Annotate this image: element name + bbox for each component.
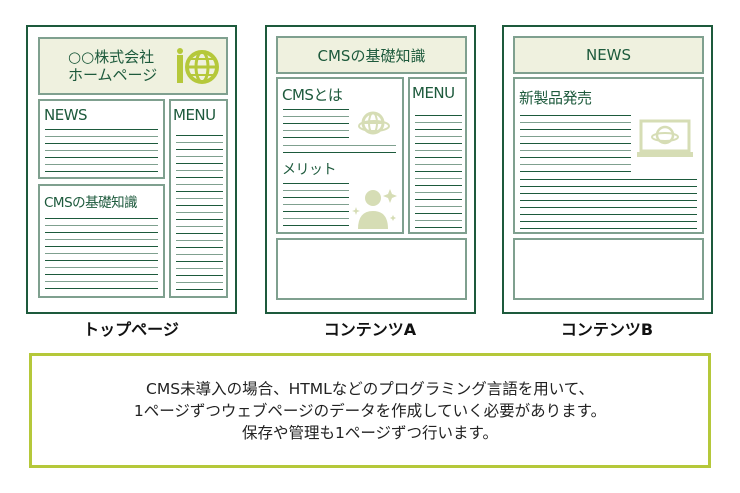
text-lines: [283, 183, 349, 231]
main-section: CMSとは メリット: [276, 77, 404, 234]
content-a-label: コンテンツA: [323, 320, 417, 339]
divider: [283, 145, 396, 146]
businessman-globe-icon: [177, 48, 219, 84]
footer-section: [513, 238, 704, 300]
explanation-box: CMS未導入の場合、HTMLなどのプログラミング言語を用いて、 1ページずつウェ…: [29, 353, 711, 468]
page-header: CMSの基礎知識: [276, 36, 467, 74]
globe-icon: [358, 111, 390, 135]
content-a-mockup: CMSの基礎知識 CMSとは メリット MENU: [265, 25, 476, 314]
menu-lines: [176, 135, 223, 295]
content-b-mockup: NEWS 新製品発売: [502, 25, 713, 314]
text-lines: [520, 179, 697, 229]
menu-title: MENU: [412, 84, 455, 102]
top-page-label: トップページ: [83, 320, 179, 339]
top-page-mockup: ○○株式会社 ホームページ NEWS MENU CMSの基礎知識: [26, 25, 237, 314]
note-line: 保存や管理も1ページずつ行います。: [241, 423, 498, 442]
page-header: NEWS: [513, 36, 704, 74]
text-lines: [520, 115, 631, 172]
cms-about-title: CMSとは: [282, 86, 343, 104]
content-b-label: コンテンツB: [560, 320, 654, 339]
news-article-section: 新製品発売: [513, 77, 704, 234]
cms-section: CMSの基礎知識: [38, 184, 165, 298]
company-name: ○○株式会社: [68, 48, 155, 66]
menu-section: MENU: [408, 77, 467, 234]
footer-section: [276, 238, 467, 300]
menu-title: MENU: [173, 106, 216, 124]
laptop-globe-icon: [637, 119, 693, 157]
article-title: 新製品発売: [519, 89, 592, 107]
menu-section: MENU: [169, 99, 228, 298]
text-lines: [45, 218, 158, 294]
menu-lines: [415, 115, 462, 231]
text-lines: [283, 109, 349, 141]
note-line: CMS未導入の場合、HTMLなどのプログラミング言語を用いて、: [146, 379, 594, 398]
news-section: NEWS: [38, 99, 165, 179]
divider: [283, 152, 396, 153]
page-header: ○○株式会社 ホームページ: [38, 37, 228, 95]
news-title: NEWS: [44, 106, 88, 124]
person-sparkle-icon: [352, 189, 397, 229]
text-lines: [45, 129, 158, 173]
note-line: 1ページずつウェブページのデータを作成していく必要があります。: [133, 401, 607, 420]
merit-title: メリット: [282, 162, 337, 178]
cms-title: CMSの基礎知識: [44, 195, 138, 211]
homepage-text: ホームページ: [68, 66, 158, 84]
